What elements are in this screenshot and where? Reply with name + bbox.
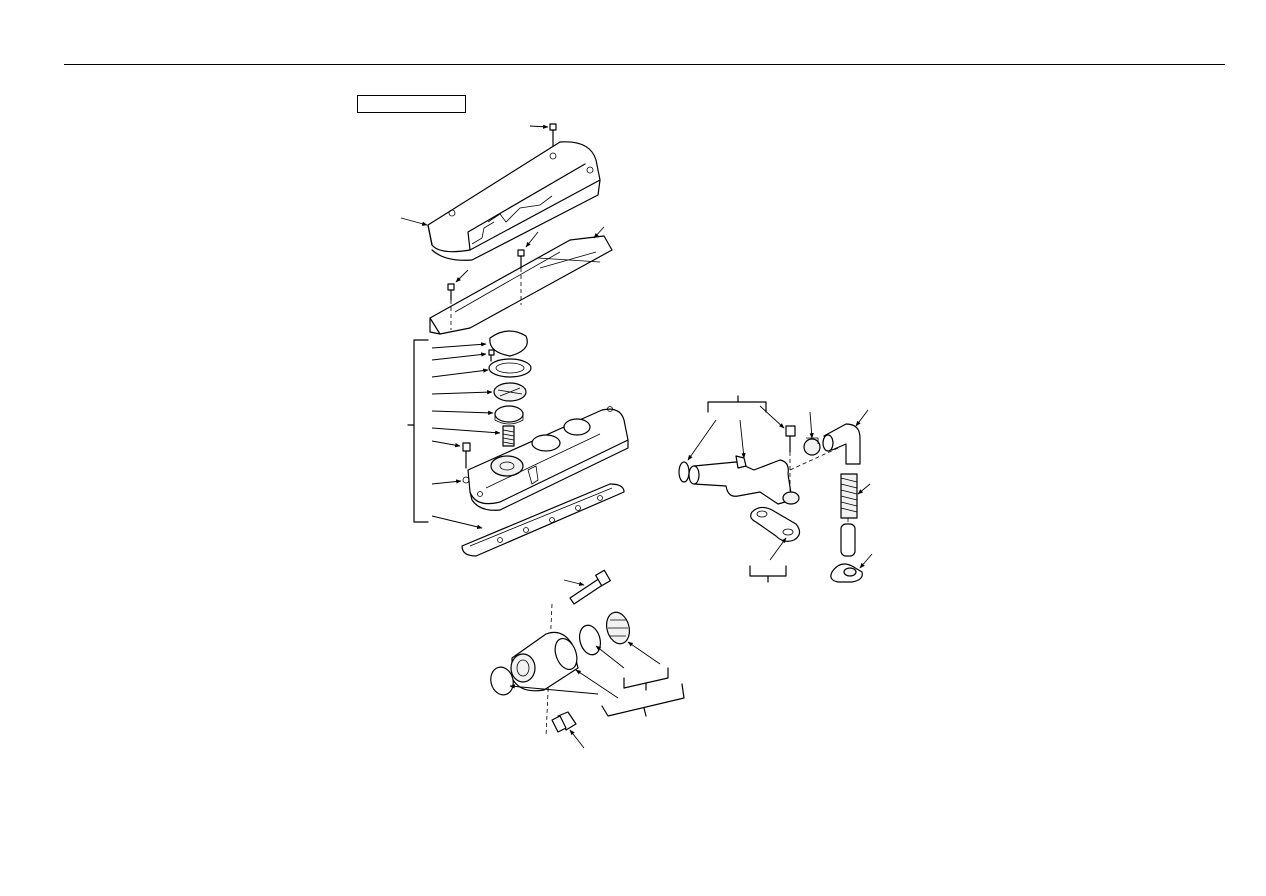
head-cover-gasket — [431, 483, 625, 557]
o-ring-small — [578, 624, 625, 669]
breather-pipe — [688, 419, 800, 505]
breather-hose-elbow — [822, 409, 869, 465]
bracket-bolt-left — [447, 269, 469, 330]
pcv-gasket — [431, 358, 532, 378]
water-outlet-housing — [510, 631, 619, 699]
breather-hose — [840, 518, 856, 557]
hose-clamp — [789, 411, 839, 471]
breather-top-bracket — [707, 395, 767, 413]
pcv-spring — [431, 425, 515, 447]
cylinder-head-cover — [467, 406, 629, 511]
leader-top-cover — [400, 217, 428, 226]
pcv-seat — [431, 405, 524, 425]
hose-stay — [830, 553, 873, 583]
pcv-group-bracket — [407, 339, 429, 523]
breather-gaskets — [749, 506, 801, 583]
water-outlet-brackets — [601, 667, 685, 717]
thermostat-cap — [605, 611, 661, 665]
breather-pipe-o-ring — [678, 419, 717, 483]
pcv-diaphragm — [431, 382, 527, 402]
top-cover-bolt — [529, 123, 557, 147]
o-ring-large — [490, 666, 599, 696]
engine-top-cover — [427, 141, 601, 261]
pcv-screw — [431, 349, 495, 362]
water-outlet-bolt-lower — [551, 711, 585, 749]
leader-bracket — [593, 226, 605, 239]
pcv-cap — [431, 330, 528, 357]
breather-spring — [840, 473, 871, 519]
figure-label-box — [357, 95, 466, 113]
bracket-bolt-right — [517, 231, 539, 305]
head-cover-bolt — [431, 440, 471, 485]
breather-bolt — [759, 405, 796, 494]
header-rule — [64, 64, 1225, 65]
